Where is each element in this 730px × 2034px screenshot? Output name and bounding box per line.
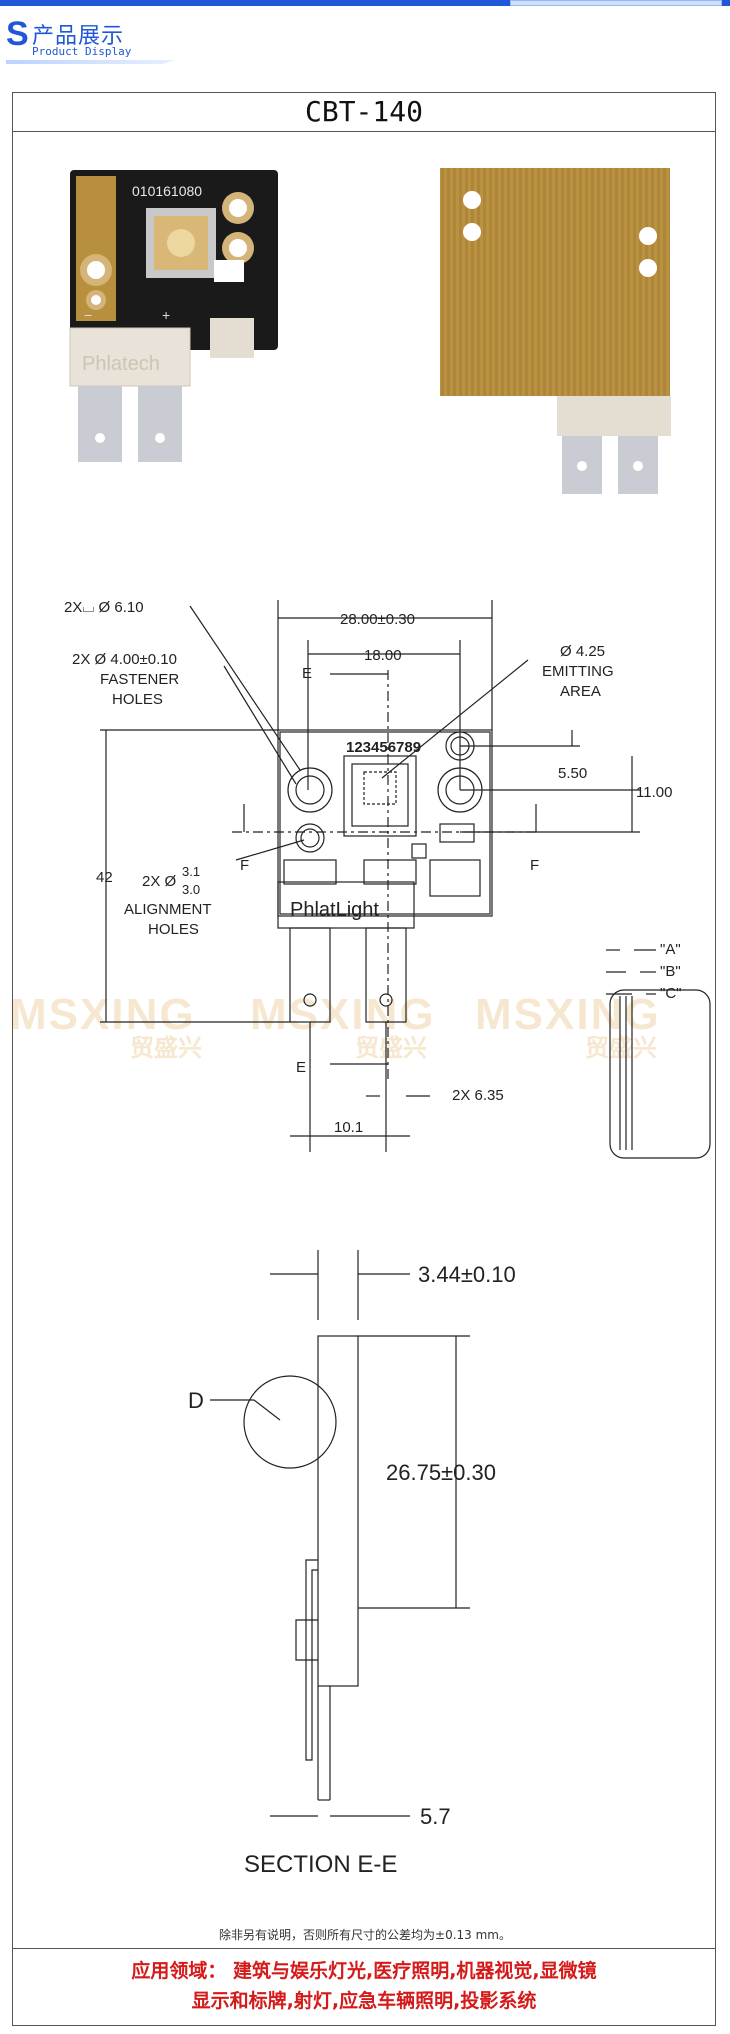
align-label-prefix: 2X Ø (142, 873, 177, 890)
align-label-lower: 3.0 (182, 882, 200, 897)
dim-b-label: "B" (660, 963, 681, 980)
top-accent-bar (0, 0, 730, 6)
section-height-dim: 26.75±0.30 (386, 1460, 496, 1485)
brand-letter: S (6, 15, 29, 53)
section-e-bottom: E (296, 1059, 306, 1076)
printed-serial: 123456789 (346, 739, 421, 756)
emitting-label-3: AREA (560, 683, 601, 700)
fastener-label-3: HOLES (112, 691, 163, 708)
tab-width-dim: 2X 6.35 (452, 1087, 504, 1104)
top-right-tab (510, 0, 722, 6)
section-title-cn: 产品展示 (32, 24, 125, 49)
emitting-label-1: Ø 4.25 (560, 643, 605, 660)
fastener-label-2: FASTENER (100, 671, 179, 688)
section-header: S 产品展示 Product Display (6, 14, 176, 64)
watermark-cn-2: 贸盛兴 (355, 1034, 427, 1062)
watermark-cn-1: 贸盛兴 (130, 1034, 202, 1062)
dim-5-50: 5.50 (558, 765, 587, 782)
fastener-label-1: 2X Ø 4.00±0.10 (72, 651, 177, 668)
hole-spacing-dim: 18.00 (364, 647, 402, 664)
align-label-3: HOLES (148, 921, 199, 938)
align-label-upper: 3.1 (182, 864, 200, 879)
watermark-cn-3: 贸盛兴 (585, 1034, 657, 1062)
section-thickness-dim: 3.44±0.10 (418, 1262, 516, 1287)
drawing-logo: PhlatLight (290, 899, 379, 921)
front-photo: 010161080 − + Phlatech (69, 170, 278, 462)
watermark-2: MSXING (250, 990, 436, 1039)
back-photo (440, 168, 671, 494)
product-title: CBT-140 (304, 95, 423, 128)
footer-divider (12, 1948, 716, 1949)
dim-a-label: "A" (660, 941, 681, 958)
section-f-left: F (240, 857, 249, 874)
technical-drawing: 2X⌴ Ø 6.10 2X Ø 4.00±0.10 FASTENER HOLES… (64, 599, 711, 1878)
section-e-top: E (302, 665, 312, 682)
section-underline (6, 60, 176, 64)
section-f-right: F (530, 857, 539, 874)
emitting-label-2: EMITTING (542, 663, 614, 680)
overall-width-dim: 28.00±0.30 (340, 611, 415, 628)
dim-11-00: 11.00 (636, 784, 672, 801)
tab-spacing-dim: 10.1 (334, 1119, 363, 1136)
front-serial: 010161080 (132, 183, 202, 199)
detail-label: D (188, 1388, 204, 1413)
applications-line-1: 应用领域： 建筑与娱乐灯光,医疗照明,机器视觉,显微镜 (131, 1960, 597, 1982)
applications-line-2: 显示和标牌,射灯,应急车辆照明,投影系统 (191, 1990, 537, 2012)
dim-c-label: "C" (660, 985, 681, 1002)
align-label-2: ALIGNMENT (124, 901, 212, 918)
section-title-en: Product Display (32, 45, 132, 58)
applications: 应用领域： 建筑与娱乐灯光,医疗照明,机器视觉,显微镜 显示和标牌,射灯,应急车… (12, 1956, 716, 2016)
counterbore-label: 2X⌴ Ø 6.10 (64, 599, 144, 616)
section-tab-dim: 5.7 (420, 1804, 451, 1829)
front-minus-mark: − (84, 307, 92, 323)
watermark-1: MSXING (10, 990, 196, 1039)
front-logo: Phlatech (82, 353, 160, 375)
watermark-3: MSXING (475, 990, 661, 1039)
section-caption: SECTION E-E (244, 1851, 397, 1878)
front-plus-mark: + (162, 307, 170, 323)
product-frame (12, 92, 716, 2026)
tolerance-note: 除非另有说明，否则所有尺寸的公差均为±0.13 mm。 (219, 1928, 511, 1942)
product-title-row: CBT-140 (12, 92, 716, 132)
height-dim: 42 (96, 869, 113, 886)
